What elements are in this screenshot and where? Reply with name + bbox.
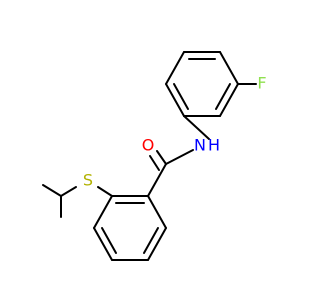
benzamide-ring: [93, 195, 167, 261]
atom-sulfur: S: [83, 171, 93, 190]
atom-oxygen: O: [142, 136, 155, 155]
carbonyl-ring-bond: [147, 163, 167, 197]
atom-nitrogen: N: [194, 136, 206, 155]
atom-fluorine: F: [257, 74, 266, 93]
n-aryl-bond: [183, 115, 210, 140]
ring-s-bond: [97, 186, 113, 197]
isopropyl-methyl-1: [42, 184, 62, 197]
carbonyl-double-bond: [149, 150, 167, 171]
molecule-canvas: O N H F S: [42, 51, 267, 261]
s-isopropyl-bond: [60, 186, 77, 197]
molecule-structure: O N H F S: [42, 51, 267, 261]
n-carbonyl-bond: [165, 149, 194, 165]
atom-hydrogen: H: [208, 136, 220, 155]
fluorophenyl-ring: [165, 51, 239, 117]
